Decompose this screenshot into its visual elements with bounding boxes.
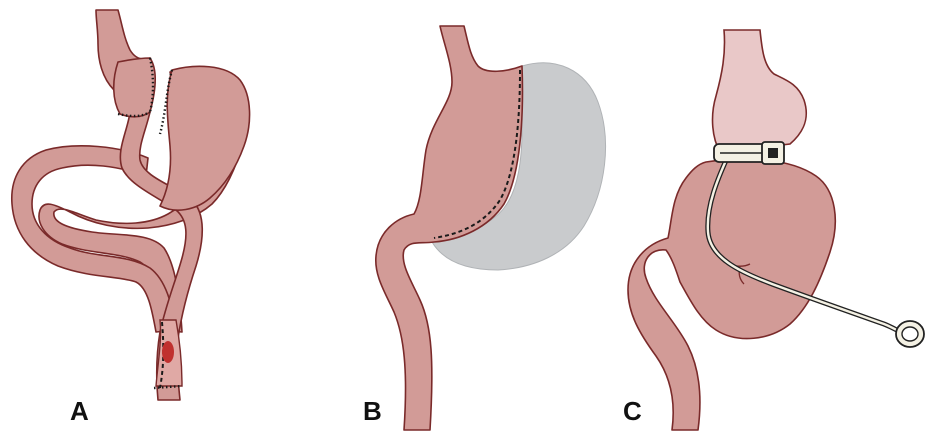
access-port-inner [902, 327, 918, 341]
remnant-stomach-fundus [160, 66, 250, 210]
gastric-band-buckle-slot [768, 148, 778, 158]
panel-c-adjustable-gastric-band [628, 30, 924, 430]
panel-label-a: A [70, 396, 89, 427]
gastric-pouch [114, 58, 156, 117]
panel-b-sleeve-gastrectomy [376, 26, 606, 430]
marginal-ulcer [162, 341, 174, 363]
upper-gastric-pouch [713, 30, 807, 152]
panel-label-c: C [623, 396, 642, 427]
panel-a-gastric-bypass [12, 10, 250, 400]
panel-label-b: B [363, 396, 382, 427]
